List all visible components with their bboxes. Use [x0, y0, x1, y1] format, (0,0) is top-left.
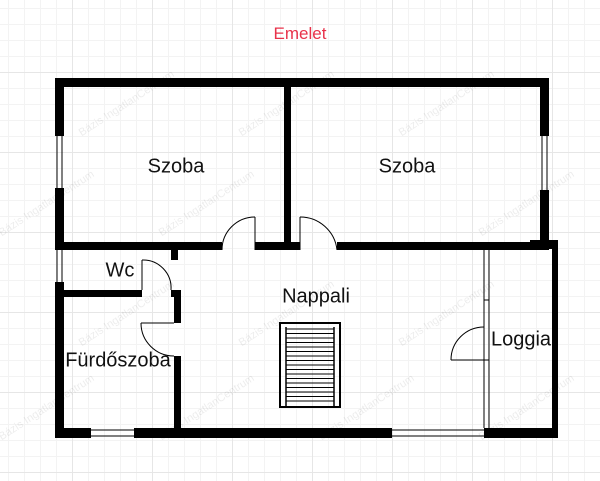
wall	[55, 428, 91, 438]
wall	[171, 250, 178, 260]
room-label-wc: Wc	[105, 259, 135, 282]
doors	[140, 216, 485, 361]
room-label-nappali: Nappali	[282, 285, 350, 308]
wall	[530, 240, 558, 249]
floor-title: Emelet	[273, 24, 327, 43]
room-label-szoba-2: Szoba	[378, 155, 436, 178]
wall	[55, 188, 64, 250]
wall	[174, 356, 181, 428]
windows	[56, 136, 548, 437]
wall	[64, 290, 142, 297]
wall	[540, 78, 549, 136]
wall	[337, 242, 549, 250]
wall	[484, 428, 558, 438]
wall	[134, 428, 392, 438]
wall	[284, 78, 291, 250]
wall	[255, 242, 300, 250]
room-label-loggia: Loggia	[490, 328, 552, 351]
wall	[55, 78, 549, 87]
wall	[552, 240, 558, 438]
staircase	[279, 322, 341, 408]
walls	[55, 78, 558, 438]
wall	[540, 190, 549, 245]
wall	[55, 78, 64, 136]
wall	[55, 242, 222, 250]
wall	[174, 290, 181, 323]
room-label-furdoszoba: Fürdőszoba	[65, 349, 171, 372]
wall	[55, 282, 64, 438]
room-label-szoba-1: Szoba	[147, 155, 205, 178]
